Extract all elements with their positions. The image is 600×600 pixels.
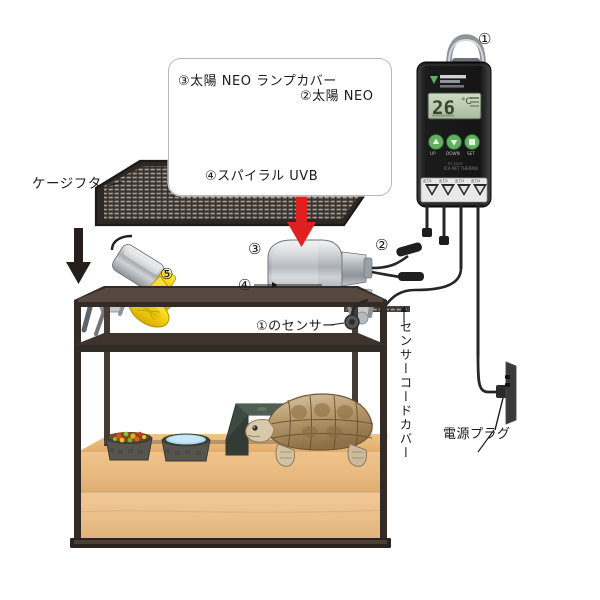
thermostat-buttons[interactable]: UP DOWN SET	[428, 134, 480, 156]
lcd-unit: °C	[461, 97, 472, 107]
cable-connector	[396, 242, 424, 281]
svg-text:出力3: 出力3	[455, 178, 464, 183]
svg-text:SET: SET	[467, 151, 475, 156]
callout-three: ③	[248, 240, 262, 258]
callout-four: ④	[238, 276, 252, 294]
temperature-sensor	[344, 298, 369, 330]
label-bulb: ②太陽 NEO	[300, 89, 374, 104]
cable-plugs	[422, 228, 449, 245]
leader-lines	[107, 181, 495, 453]
sensor-cable	[384, 266, 463, 307]
svg-text:出力1: 出力1	[423, 178, 432, 183]
svg-text:DOWN: DOWN	[446, 151, 460, 156]
label-spiral-uvb: ④スパイラル UVB	[205, 169, 319, 184]
power-plug	[476, 354, 517, 431]
spot-lamp-fixture	[81, 234, 179, 336]
label-cage-lid: ケージフタ	[32, 176, 102, 192]
lcd-temperature: 26	[432, 97, 455, 119]
svg-text:出力4: 出力4	[471, 178, 480, 183]
label-power-plug: 電源プラグ	[443, 427, 511, 442]
cable-bundle	[425, 202, 480, 358]
lcd-display: 26 °C	[427, 92, 482, 120]
water-dish	[161, 433, 211, 462]
svg-text:RT-3000: RT-3000	[448, 162, 463, 166]
detail-callout-panel	[168, 58, 392, 196]
svg-text:出力2: 出力2	[439, 178, 448, 183]
tortoise	[245, 393, 374, 467]
terrarium-tank	[70, 286, 391, 548]
svg-text:ICA PET THERMO: ICA PET THERMO	[444, 166, 478, 171]
outlet-sockets[interactable]: 出力1 出力2 出力3 出力4	[420, 177, 488, 203]
label-sensor-of-one: ①のセンサー	[256, 319, 336, 334]
svg-text:UP: UP	[430, 151, 436, 156]
callout-five: ⑤	[160, 265, 174, 283]
black-down-arrow	[66, 228, 91, 284]
label-sensor-cord-cover: センサーコードカバー	[397, 320, 413, 460]
food-dish	[105, 431, 153, 461]
brand-logo	[430, 75, 466, 88]
label-lamp-cover: ③太陽 NEO ランプカバー	[178, 74, 337, 89]
thermostat-unit[interactable]: 26 °C UP DOWN SET ICA PET THERMO RT-30	[416, 34, 492, 208]
callout-one: ①	[478, 30, 492, 48]
red-down-arrow	[287, 196, 316, 247]
callout-two: ②	[375, 236, 389, 254]
